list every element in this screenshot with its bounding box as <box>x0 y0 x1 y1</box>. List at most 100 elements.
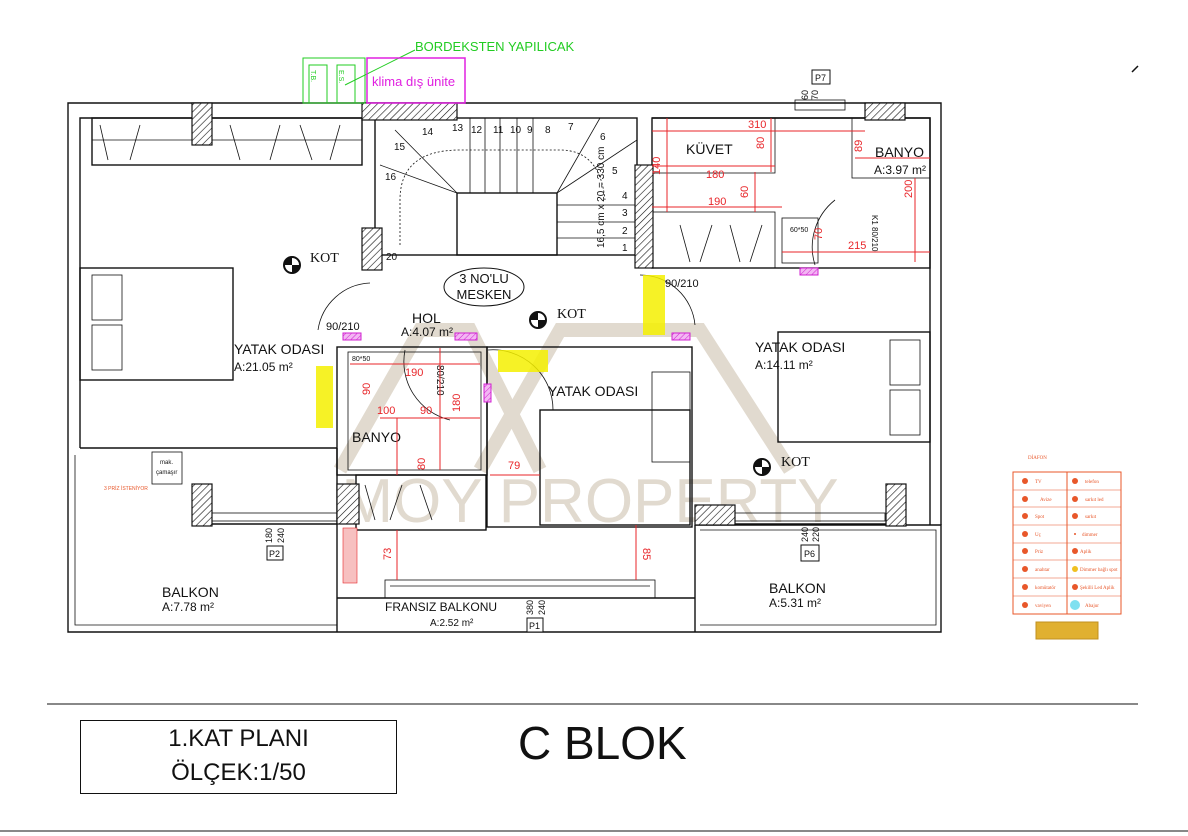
plan-text: Dimmer bağlı spot <box>1080 568 1118 573</box>
plan-text: 60 <box>800 90 810 100</box>
radiators <box>342 267 819 403</box>
plan-text: 60 <box>739 186 751 198</box>
plan-text: 2 <box>622 226 628 237</box>
room-fransiz-area: A:2.52 m² <box>430 618 474 629</box>
plan-text: 70 <box>813 228 825 240</box>
plan-text: 240 <box>276 528 286 543</box>
plan-text: 6 <box>600 132 606 143</box>
room-banyo-right: BANYO <box>875 144 924 160</box>
ac-unit-note: BORDEKSTEN YAPILICAK klima dış ünite T.B… <box>302 39 575 104</box>
room-banyo-right-area: A:3.97 m² <box>874 163 926 177</box>
plan-text: 90 <box>420 405 432 417</box>
plan-text: 15 <box>394 142 406 153</box>
plan-text: Abajur <box>1085 604 1099 609</box>
plan-text: 3 <box>622 208 628 219</box>
plan-text: sarkıt led <box>1085 498 1104 503</box>
room-yatak-right-area: A:14.11 m² <box>755 358 813 372</box>
plan-text: DİAFON <box>1028 455 1047 461</box>
plan-text: Aplik <box>1080 550 1092 555</box>
plan-text: 190 <box>708 196 726 208</box>
washer-box <box>151 451 183 485</box>
plan-text: dimmer <box>1082 533 1098 538</box>
plan-text: 100 <box>377 405 395 417</box>
plan-text: 380 <box>525 600 535 615</box>
columns <box>191 102 907 527</box>
corner-mark <box>1131 65 1139 73</box>
plan-text: 90/210 <box>665 278 699 290</box>
room-yatak-left-area: A:21.05 m² <box>234 360 293 374</box>
washer-label: mak. <box>160 460 173 466</box>
room-kuvet: KÜVET <box>686 140 733 157</box>
block-title: C BLOK <box>518 717 687 769</box>
plan-text: 240 <box>800 527 810 542</box>
plan-text: 89 <box>853 140 865 152</box>
plan-text: komütatör <box>1035 586 1056 591</box>
room-yatak-left: YATAK ODASI <box>234 341 324 357</box>
note-klima: klima dış ünite <box>372 74 455 89</box>
mesken-label-2: MESKEN <box>457 287 512 302</box>
dimension-lines: 310 180 140 80 60 190 215 200 89 70 60*5… <box>350 118 930 580</box>
plan-text: 140 <box>651 157 663 175</box>
room-yatak-center: YATAK ODASI <box>548 383 638 399</box>
plan-text: 200 <box>903 180 915 198</box>
legend: DİAFON TV telefon Avize sarkıt led Spot … <box>1012 455 1122 640</box>
plan-text: anahtar <box>1035 568 1050 573</box>
plan-text: 220 <box>811 527 821 542</box>
room-yatak-right: YATAK ODASI <box>755 339 845 355</box>
highlights <box>316 275 665 428</box>
room-balkon-right-area: A:5.31 m² <box>769 596 821 610</box>
plan-text: 60*50 <box>790 227 808 234</box>
plan-title: 1.KAT PLANI <box>168 725 309 752</box>
plan-text: Spot <box>1035 515 1045 520</box>
plan-text: 90/210 <box>326 321 360 333</box>
room-balkon-right: BALKON <box>769 580 826 596</box>
plan-text: 11 <box>493 125 504 136</box>
plan-text: P6 <box>804 549 815 559</box>
plan-text: 20 <box>386 252 398 263</box>
room-labels: HOL A:4.07 m² YATAK ODASI A:21.05 m² YAT… <box>162 140 926 629</box>
plan-text: 8 <box>545 125 551 136</box>
plan-text: Priz <box>1035 550 1044 555</box>
plan-scale: ÖLÇEK:1/50 <box>171 759 306 786</box>
stair-numbers: 1 2 3 4 5 6 7 8 9 10 11 12 13 14 15 16 2… <box>385 122 628 263</box>
plan-text: 240 <box>537 600 547 615</box>
note-tb: T.B. <box>309 70 316 82</box>
plan-text: 70 <box>810 90 820 100</box>
plan-text: Şekilli Led Aplik <box>1080 586 1115 591</box>
plan-text: 9 <box>527 125 533 136</box>
plan-text: 80 <box>755 137 767 149</box>
plan-text: TV <box>1035 480 1042 485</box>
room-banyo-center: BANYO <box>352 429 401 445</box>
room-hol-area: A:4.07 m² <box>401 325 453 339</box>
plan-text: Avize <box>1040 498 1052 503</box>
plan-text: 180 <box>706 169 724 181</box>
kot-label: KOT <box>781 455 810 470</box>
plan-text: 180 <box>451 394 463 412</box>
plan-text: 10 <box>510 125 522 136</box>
plan-text: 180 <box>264 528 274 543</box>
mesken-label-1: 3 NO'LU <box>459 271 508 286</box>
plan-text: 14 <box>422 127 434 138</box>
room-fransiz: FRANSIZ BALKONU <box>385 600 497 614</box>
plan-text: Uç <box>1035 533 1042 538</box>
plan-text: 5 <box>612 166 618 177</box>
plan-text: 73 <box>382 548 394 560</box>
plan-text: 85 <box>640 548 652 560</box>
plan-text: 1 <box>622 243 628 254</box>
priz-note: 3 PRİZ İSTENİYOR <box>104 485 148 492</box>
plan-text: telefon <box>1085 480 1099 485</box>
plan-text: 79 <box>508 460 520 472</box>
washer-label-2: çamaşır <box>156 470 177 476</box>
room-hol: HOL <box>412 310 441 326</box>
plan-text: 13 <box>452 123 464 134</box>
stair-note: 16,5 cm x 20 = 330 cm <box>596 147 607 248</box>
plan-text: 190 <box>405 367 423 379</box>
plan-text: vaviyen <box>1035 604 1051 609</box>
mesken-ellipse <box>443 267 525 307</box>
plan-text: K1 80/210 <box>870 215 879 252</box>
plan-text: 4 <box>622 191 628 202</box>
plan-text: 310 <box>748 119 766 131</box>
plan-text: sarkıt <box>1085 515 1097 520</box>
tile-area <box>342 527 358 584</box>
